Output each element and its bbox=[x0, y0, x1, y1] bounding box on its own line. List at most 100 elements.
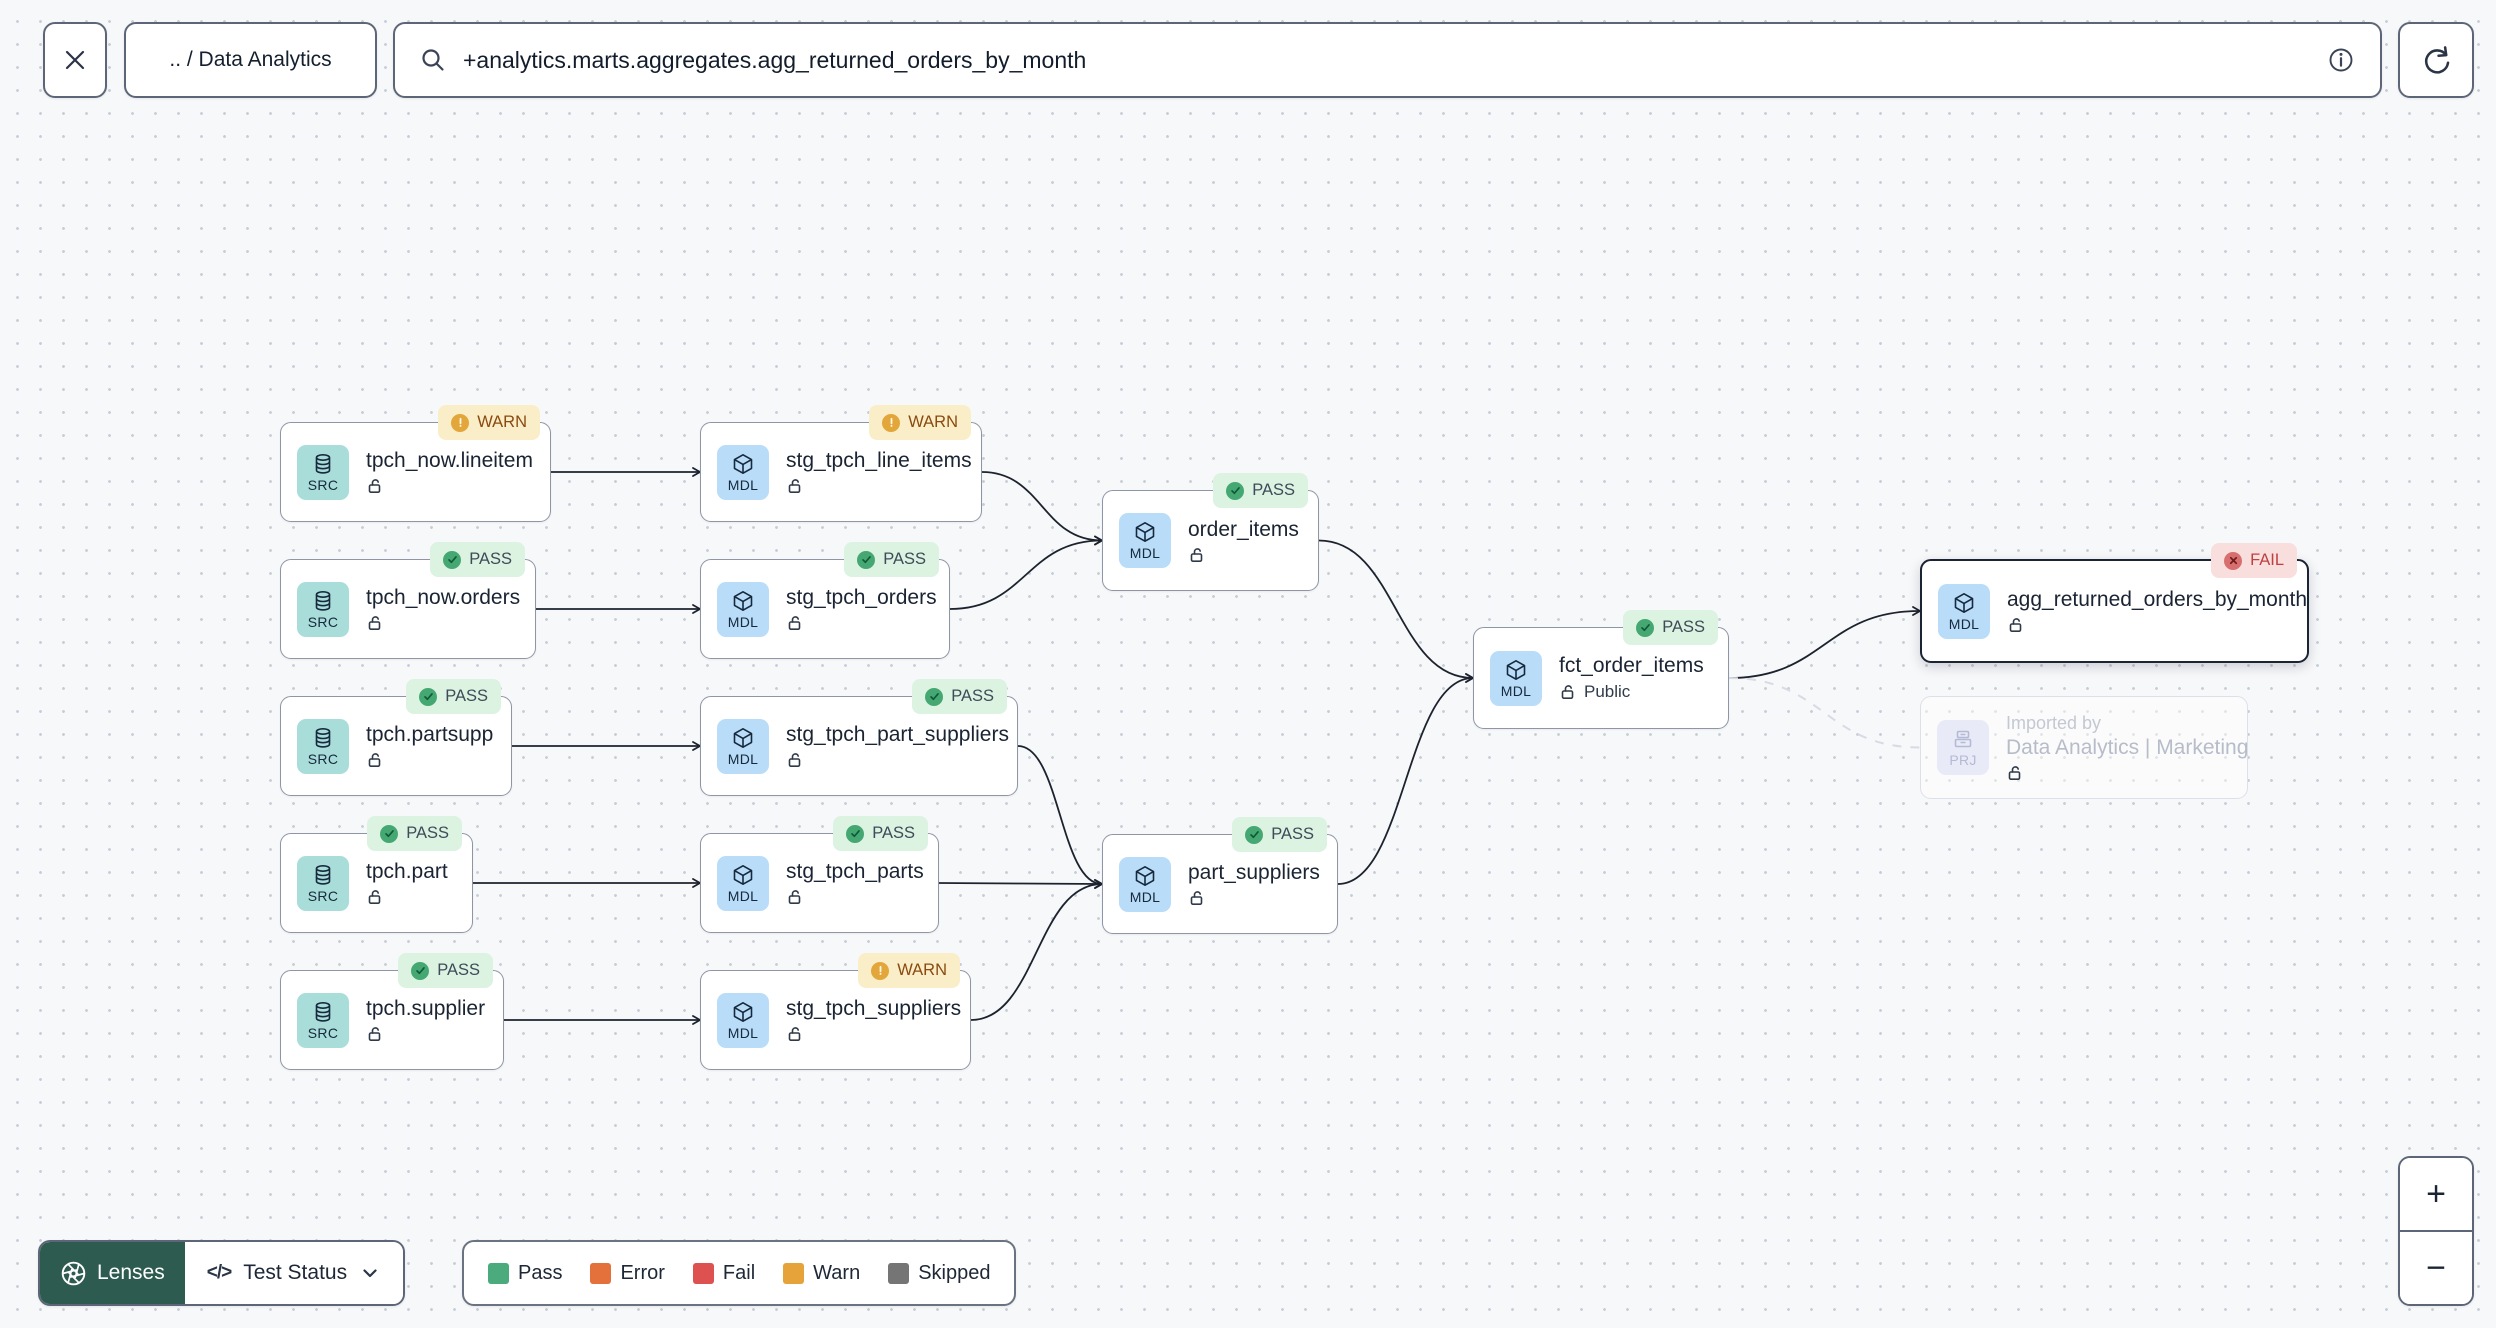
graph-node-tpch_partsupp[interactable]: SRC tpch.partsupp PASS bbox=[280, 679, 512, 796]
check-circle-icon bbox=[857, 550, 876, 569]
search-bar[interactable] bbox=[393, 22, 2382, 98]
graph-node-stg_tpch_suppliers[interactable]: MDL stg_tpch_suppliers WARN bbox=[700, 953, 971, 1070]
zoom-out-button[interactable]: − bbox=[2400, 1232, 2472, 1304]
cube-icon bbox=[1133, 864, 1157, 888]
node-kind-label: PRJ bbox=[1949, 752, 1977, 768]
node-title: Imported by bbox=[2006, 713, 2102, 733]
graph-node-order_items[interactable]: MDL order_items PASS bbox=[1102, 473, 1319, 591]
cross-circle-icon bbox=[2224, 551, 2243, 570]
warning-circle-icon bbox=[882, 413, 901, 432]
node-kind-label: MDL bbox=[727, 1024, 759, 1041]
graph-node-agg_returned_orders_by_month[interactable]: MDL agg_returned_orders_by_month FAIL bbox=[1920, 543, 2309, 663]
edge-order_items-to-fct_order_items bbox=[1318, 539, 1474, 683]
check-circle-icon bbox=[1226, 481, 1245, 500]
node-kind-chip: MDL bbox=[1938, 583, 1990, 639]
warning-circle-icon bbox=[871, 961, 890, 980]
search-input[interactable] bbox=[463, 46, 2310, 74]
refresh-icon bbox=[2419, 43, 2453, 77]
warning-circle-icon bbox=[451, 413, 470, 432]
status-badge-pass: PASS bbox=[912, 679, 1007, 714]
cube-icon bbox=[1133, 520, 1157, 544]
lenses-button-label: Lenses bbox=[97, 1261, 165, 1284]
breadcrumb[interactable]: .. / Data Analytics bbox=[124, 22, 377, 98]
legend-item-pass: Pass bbox=[488, 1262, 562, 1285]
database-icon bbox=[311, 1000, 335, 1024]
graph-node-fct_order_items[interactable]: MDL fct_order_items Public PASS bbox=[1473, 610, 1729, 729]
unlock-icon bbox=[786, 888, 804, 906]
status-badge-fail: FAIL bbox=[2211, 543, 2297, 578]
node-label: stg_tpch_line_items bbox=[786, 449, 972, 472]
node-label: stg_tpch_suppliers bbox=[786, 997, 962, 1020]
node-access-row bbox=[366, 751, 493, 769]
graph-node-tpch_supplier[interactable]: SRC tpch.supplier PASS bbox=[280, 953, 504, 1070]
graph-node-tpch_now_orders[interactable]: SRC tpch_now.orders PASS bbox=[280, 542, 536, 659]
database-icon bbox=[311, 726, 335, 750]
node-kind-label: MDL bbox=[727, 887, 759, 904]
graph-node-stg_tpch_part_suppliers[interactable]: MDL stg_tpch_part_suppliers PASS bbox=[700, 679, 1018, 796]
legend-label: Fail bbox=[722, 1261, 756, 1284]
graph-node-part_suppliers[interactable]: MDL part_suppliers PASS bbox=[1102, 817, 1338, 934]
node-label: stg_tpch_parts bbox=[786, 860, 924, 883]
node-access-row bbox=[1188, 546, 1299, 564]
status-badge-pass: PASS bbox=[406, 679, 501, 714]
legend-item-error: Error bbox=[590, 1261, 665, 1285]
graph-node-stg_tpch_line_items[interactable]: MDL stg_tpch_line_items WARN bbox=[700, 405, 982, 522]
unlock-icon bbox=[366, 477, 384, 495]
edge-stg_tpch_suppliers-to-part_suppliers bbox=[970, 879, 1103, 1021]
node-label: tpch_now.orders bbox=[366, 586, 521, 609]
check-circle-icon bbox=[380, 824, 399, 843]
node-kind-label: SRC bbox=[307, 476, 339, 493]
status-badge-label: WARN bbox=[908, 413, 958, 431]
status-badge-pass: PASS bbox=[844, 542, 939, 577]
status-badge-pass: PASS bbox=[367, 816, 462, 851]
database-icon bbox=[311, 452, 335, 476]
graph-node-tpch_now_lineitem[interactable]: SRC tpch_now.lineitem WARN bbox=[280, 405, 551, 522]
status-badge-label: WARN bbox=[477, 413, 527, 431]
zoom-in-button[interactable]: + bbox=[2400, 1158, 2472, 1232]
selected-lens-label: Test Status bbox=[243, 1261, 348, 1284]
status-badge-pass: PASS bbox=[1213, 473, 1308, 508]
unlock-icon bbox=[366, 888, 384, 906]
info-icon[interactable] bbox=[2326, 45, 2356, 75]
lenses-button[interactable]: Lenses bbox=[40, 1242, 185, 1304]
unlock-icon bbox=[2007, 616, 2025, 634]
cube-icon bbox=[731, 452, 755, 476]
status-badge-label: PASS bbox=[406, 824, 449, 842]
graph-node-stg_tpch_parts[interactable]: MDL stg_tpch_parts PASS bbox=[700, 816, 939, 933]
refresh-button[interactable] bbox=[2398, 22, 2474, 98]
node-kind-chip: MDL bbox=[1490, 650, 1542, 706]
chevron-down-icon bbox=[359, 1262, 381, 1284]
graph-node-imported_by[interactable]: PRJ Imported by Data Analytics | Marketi… bbox=[1920, 696, 2248, 799]
node-access-row bbox=[786, 888, 924, 906]
legend-item-skipped: Skipped bbox=[888, 1262, 990, 1285]
check-circle-icon bbox=[419, 687, 438, 706]
node-access-row bbox=[366, 477, 533, 495]
access-label: Public bbox=[1584, 682, 1631, 701]
status-badge-label: PASS bbox=[437, 961, 480, 979]
node-access-row bbox=[786, 751, 1009, 769]
close-button[interactable] bbox=[43, 22, 107, 98]
node-kind-chip: SRC bbox=[297, 444, 349, 500]
legend-label: Skipped bbox=[918, 1261, 991, 1284]
legend-label: Error bbox=[620, 1261, 665, 1284]
node-kind-label: SRC bbox=[307, 613, 339, 630]
lens-selector[interactable]: </> Test Status bbox=[184, 1242, 404, 1304]
edge-part_suppliers-to-fct_order_items bbox=[1337, 673, 1474, 885]
graph-node-stg_tpch_orders[interactable]: MDL stg_tpch_orders PASS bbox=[700, 542, 950, 659]
node-label: tpch_now.lineitem bbox=[366, 449, 533, 472]
node-access-row bbox=[2006, 764, 2248, 782]
check-circle-icon bbox=[1636, 618, 1655, 637]
graph-node-tpch_part[interactable]: SRC tpch.part PASS bbox=[280, 816, 473, 933]
node-kind-label: MDL bbox=[1500, 682, 1532, 699]
cube-icon bbox=[731, 1000, 755, 1024]
unlock-icon bbox=[786, 477, 804, 495]
status-badge-label: PASS bbox=[872, 824, 915, 842]
edge-fct_order_items-to-agg_returned_orders_by_month bbox=[1728, 606, 1921, 679]
node-kind-label: SRC bbox=[307, 750, 339, 767]
check-circle-icon bbox=[411, 961, 430, 980]
check-circle-icon bbox=[846, 824, 865, 843]
zoom-control: + − bbox=[2398, 1156, 2474, 1306]
node-kind-label: SRC bbox=[307, 887, 339, 904]
unlock-icon bbox=[366, 1025, 384, 1043]
